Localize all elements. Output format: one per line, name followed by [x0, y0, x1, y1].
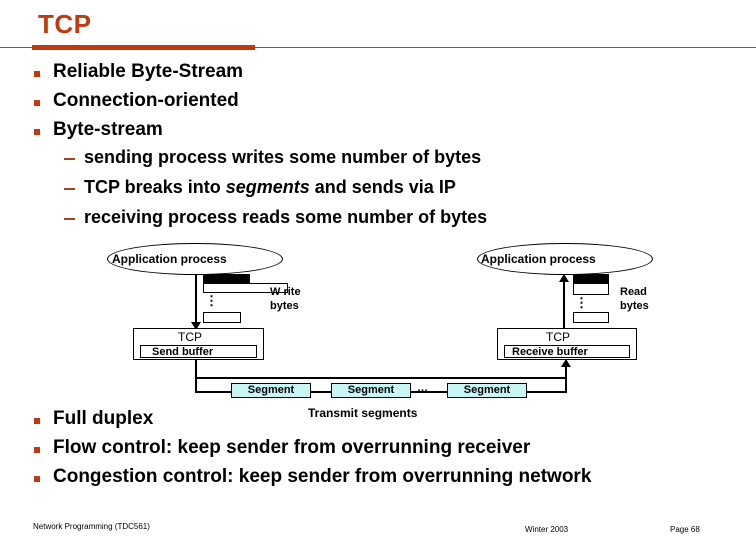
sub-bullet-label: sending process writes some number of by… [84, 147, 482, 167]
bullet-item-4: Flow control: keep sender from overrunni… [34, 438, 530, 458]
receiver-application-process-ellipse [477, 243, 653, 275]
page-title: TCP [38, 9, 92, 39]
square-bullet-icon [34, 71, 40, 77]
bullet-label: Connection-oriented [53, 90, 239, 111]
channel-to-receiver-line [565, 366, 567, 393]
sub-bullet-item-1: TCP breaks into segments and sends via I… [64, 177, 456, 197]
square-bullet-icon [34, 418, 40, 424]
segment-ellipsis: … [417, 382, 428, 394]
square-bullet-icon [34, 129, 40, 135]
receiver-flow-arrowhead [559, 274, 569, 282]
receiver-application-process-label: Application process [481, 252, 596, 266]
read-bytes-vertical-dots: ⋮ [575, 295, 588, 310]
write-bytes-label-line2: bytes [270, 300, 299, 312]
read-byte-bar-1 [573, 283, 609, 295]
footer-page-number: Page 68 [670, 525, 700, 534]
read-byte-bar-0 [573, 274, 609, 283]
sub-bullet-label: TCP breaks into segments and sends via I… [84, 177, 456, 197]
bullet-item-3: Full duplex [34, 409, 153, 429]
dash-bullet-icon [64, 188, 75, 190]
write-byte-bar-2 [203, 312, 241, 323]
bullet-label: Flow control: keep sender from overrunni… [53, 437, 531, 458]
emphasis-segments: segments [225, 177, 310, 197]
bullet-label: Congestion control: keep sender from ove… [53, 466, 592, 487]
read-bytes-label-line1: Read [620, 286, 647, 298]
divider-thick-bar [32, 45, 255, 50]
tcp-byte-stream-diagram: Application process ⋮ W rite bytes TCP S… [0, 238, 756, 420]
sender-application-process-ellipse [107, 243, 283, 275]
sender-application-process-label: Application process [112, 252, 227, 266]
receive-buffer-bar [504, 345, 630, 358]
dash-bullet-icon [64, 158, 75, 160]
segment-block-2: Segment [447, 383, 527, 398]
channel-top-line [195, 377, 567, 379]
bullet-item-0: Reliable Byte-Stream [34, 62, 243, 82]
write-bytes-vertical-dots: ⋮ [205, 293, 218, 308]
bullet-item-5: Congestion control: keep sender from ove… [34, 467, 591, 487]
write-bytes-label-line1: W rite [270, 286, 301, 298]
send-buffer-label: Send buffer [152, 346, 214, 358]
sub-bullet-item-2: receiving process reads some number of b… [64, 207, 487, 227]
sender-flow-line [195, 275, 197, 325]
title-divider [0, 45, 756, 50]
bullet-item-2: Byte-stream [34, 120, 163, 140]
sender-flow-arrowhead [191, 322, 201, 330]
bullet-label: Full duplex [53, 408, 154, 429]
bullet-item-1: Connection-oriented [34, 91, 239, 111]
send-buffer-bar [140, 345, 257, 358]
bullet-label: Reliable Byte-Stream [53, 61, 244, 82]
receive-buffer-label: Receive buffer [512, 346, 588, 358]
write-byte-bar-1 [203, 283, 288, 293]
footer-term: Winter 2003 [525, 525, 569, 534]
read-bytes-label-line2: bytes [620, 300, 649, 312]
sender-tcp-label: TCP [178, 330, 202, 344]
receiver-tcp-label: TCP [546, 330, 570, 344]
bullet-label: Byte-stream [53, 119, 163, 140]
footer-course: Network Programming (TDC561) [33, 522, 150, 531]
sub-bullet-label: receiving process reads some number of b… [84, 207, 488, 227]
divider-thin-line [0, 47, 756, 48]
square-bullet-icon [34, 476, 40, 482]
receiver-flow-line [563, 282, 565, 328]
sender-to-channel-line [195, 360, 197, 393]
segment-block-0: Segment [231, 383, 311, 398]
transmit-segments-caption: Transmit segments [308, 406, 418, 420]
dash-bullet-icon [64, 218, 75, 220]
write-byte-bar-0 [203, 274, 250, 283]
channel-to-receiver-arrowhead [561, 359, 571, 367]
square-bullet-icon [34, 100, 40, 106]
sub-bullet-item-0: sending process writes some number of by… [64, 147, 481, 167]
square-bullet-icon [34, 447, 40, 453]
segment-block-1: Segment [331, 383, 411, 398]
read-byte-bar-2 [573, 312, 609, 323]
